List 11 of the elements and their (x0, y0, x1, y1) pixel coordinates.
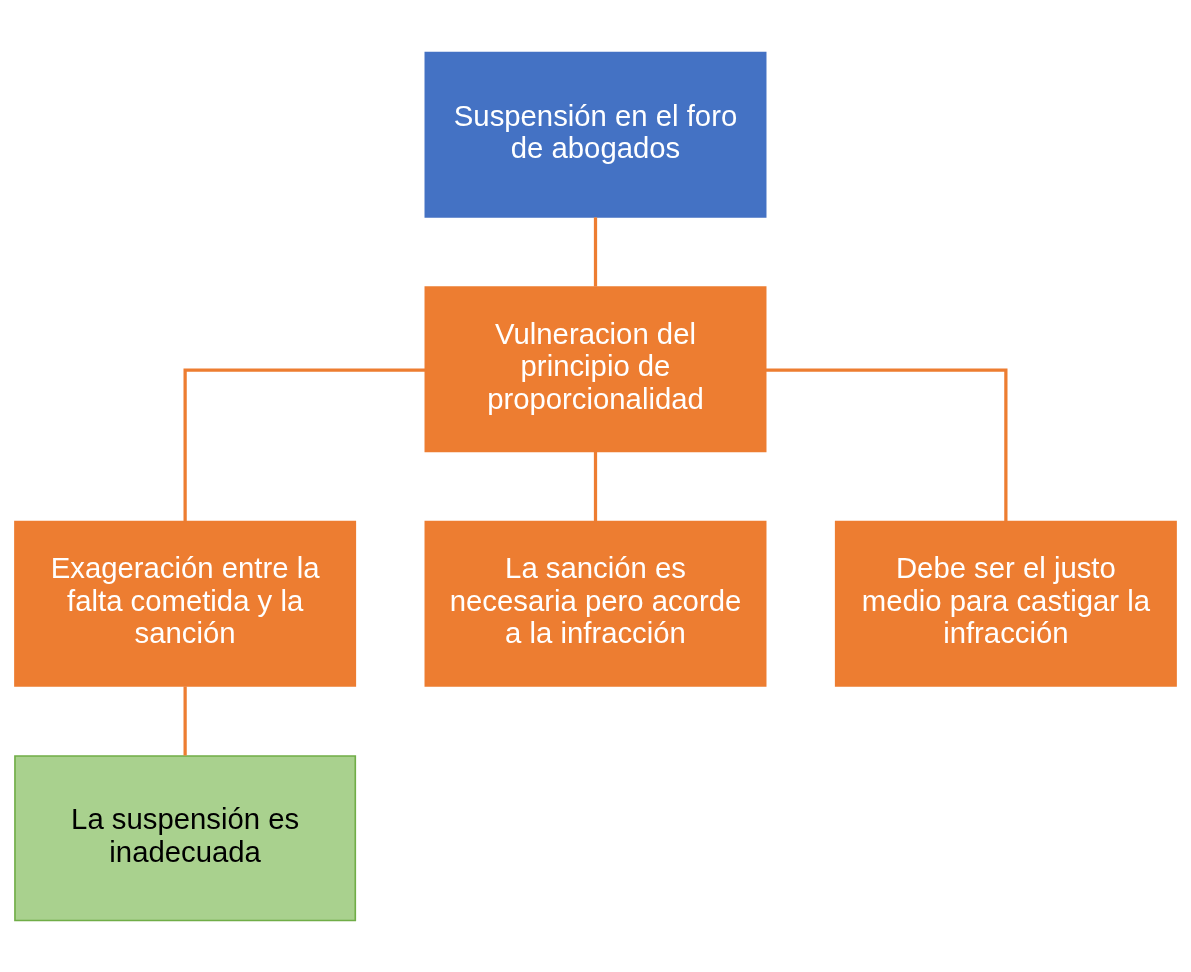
node-box: Debe ser el justo medio para castigar la infracción (834, 520, 1177, 687)
node-box: Suspensión en el foro de abogados (424, 51, 767, 218)
node-box: La suspensión es inadecuada (14, 754, 357, 921)
connector (593, 216, 598, 286)
connector (765, 367, 1008, 521)
connector (183, 685, 187, 755)
node-box: Exageración entre la falta cometida y la sanción (14, 520, 357, 687)
connector (183, 367, 426, 521)
node-box: La sanción es necesaria pero acorde a la infracción (424, 520, 767, 687)
connector (593, 451, 598, 521)
node-box: Vulneracion del principio de proporcionalidad (424, 285, 767, 452)
